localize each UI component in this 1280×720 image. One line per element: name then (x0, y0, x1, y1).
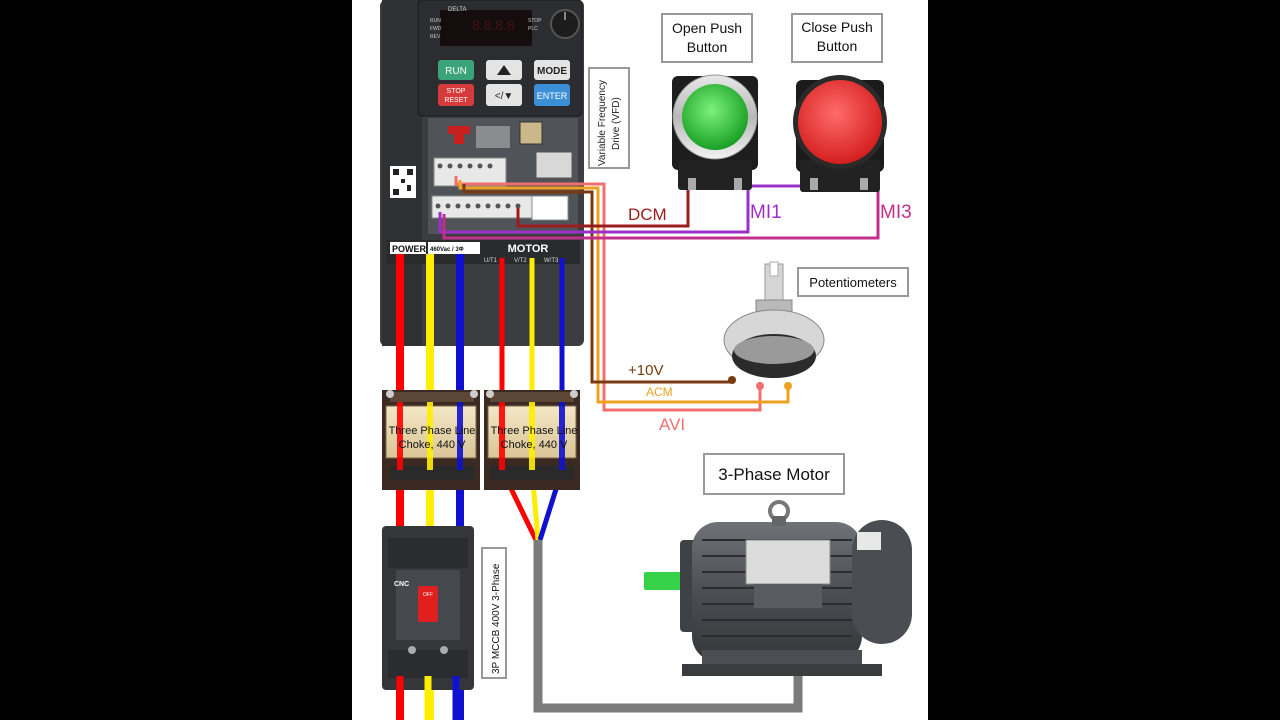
close-button-label-line1: Close Push (801, 19, 873, 35)
rj45-port-icon (519, 121, 543, 145)
motor-label-box (703, 453, 845, 495)
svg-text:RESET: RESET (444, 97, 468, 104)
vfd-up-button[interactable] (486, 60, 522, 80)
label-avi: AVI (659, 415, 685, 434)
vfd-led-plc: PLC (528, 26, 538, 32)
open-push-button[interactable] (672, 74, 758, 190)
vfd-led-fwd: FWD (430, 26, 442, 32)
vfd-run-button[interactable]: RUN (438, 60, 474, 80)
vfd-power-label: POWER (392, 244, 427, 254)
open-button-label-line2: Button (687, 39, 727, 55)
choke-input-label-line2: Choke, 440 V (399, 439, 466, 451)
mccb-switch[interactable]: OFF (418, 586, 438, 622)
terminal-screws (435, 163, 521, 209)
wiring-diagram: 8.8.8.8 DELTA RUN FWD REV STOP PLC RUN M… (352, 0, 928, 720)
vfd-led-rev: REV (430, 34, 441, 40)
label-dcm: DCM (628, 205, 667, 224)
label-acm: ACM (646, 385, 673, 399)
vfd-label-line1: Variable Frequency (597, 80, 608, 166)
control-wiring (438, 176, 880, 412)
close-button-label-box (791, 13, 883, 63)
vfd-label-box (588, 67, 630, 169)
label-mi1: MI1 (750, 202, 782, 223)
wire-avi (454, 176, 762, 412)
svg-text:</▼: </▼ (495, 91, 514, 102)
svg-text:STOP: STOP (447, 88, 466, 95)
choke-output-label-line2: Choke, 440 V (501, 439, 568, 451)
wire-mi3 (442, 190, 880, 240)
vfd-label-line2: Drive (VFD) (611, 97, 622, 150)
vfd: 8.8.8.8 DELTA RUN FWD REV STOP PLC RUN M… (380, 0, 584, 346)
motor-cable (533, 540, 803, 713)
terminal-u: U/T1 (484, 258, 498, 264)
close-push-button[interactable] (793, 75, 887, 192)
mccb-switch-label: OFF (423, 592, 433, 598)
terminal-w: W/T3 (544, 258, 559, 264)
potentiometer-label-box (797, 267, 909, 297)
vfd-enter-button[interactable]: ENTER (534, 84, 570, 106)
mccb-brand: CNC (394, 581, 409, 588)
motor-label: 3-Phase Motor (718, 465, 830, 484)
vfd-knob[interactable] (550, 9, 580, 39)
wire-10v (462, 184, 732, 384)
vfd-display (440, 10, 532, 46)
vfd-shift-button[interactable]: </▼ (486, 84, 522, 106)
choke-input-label-line1: Three Phase Line (389, 425, 476, 437)
vfd-mode-button[interactable]: MODE (534, 60, 570, 80)
wire-dcm (516, 186, 690, 228)
open-button-label-line1: Open Push (672, 20, 742, 36)
open-button-label-box (661, 13, 753, 63)
label-mi3: MI3 (880, 202, 912, 223)
motor-shaft (644, 572, 688, 590)
close-button-label-line2: Button (817, 38, 857, 54)
svg-text:ENTER: ENTER (537, 91, 568, 101)
three-phase-motor (644, 500, 912, 676)
svg-text:RUN: RUN (445, 66, 467, 77)
wire-acm (458, 180, 790, 404)
terminal-v: V/T2 (514, 258, 527, 264)
vfd-power-rating: 460Vac / 3Φ (430, 247, 464, 253)
potentiometer-label: Potentiometers (809, 275, 897, 290)
vfd-led-run: RUN (430, 18, 441, 24)
vfd-motor-label: MOTOR (508, 243, 549, 255)
svg-text:MODE: MODE (537, 66, 567, 77)
vfd-led-stop: STOP (528, 18, 542, 24)
svg-text:8.8.8.8: 8.8.8.8 (472, 17, 515, 33)
io-card-icon (448, 126, 470, 144)
vfd-brand: DELTA (448, 7, 466, 13)
choke-output-label-line1: Three Phase Line (491, 425, 578, 437)
potentiometer[interactable] (723, 261, 825, 390)
terminal-block-upper (433, 157, 507, 187)
mccb-label-box (481, 547, 507, 679)
label-10v: +10V (628, 362, 663, 379)
mccb-label: 3P MCCB 400V 3-Phase (491, 563, 502, 674)
vfd-stop-reset-button[interactable]: STOP RESET (438, 84, 474, 106)
